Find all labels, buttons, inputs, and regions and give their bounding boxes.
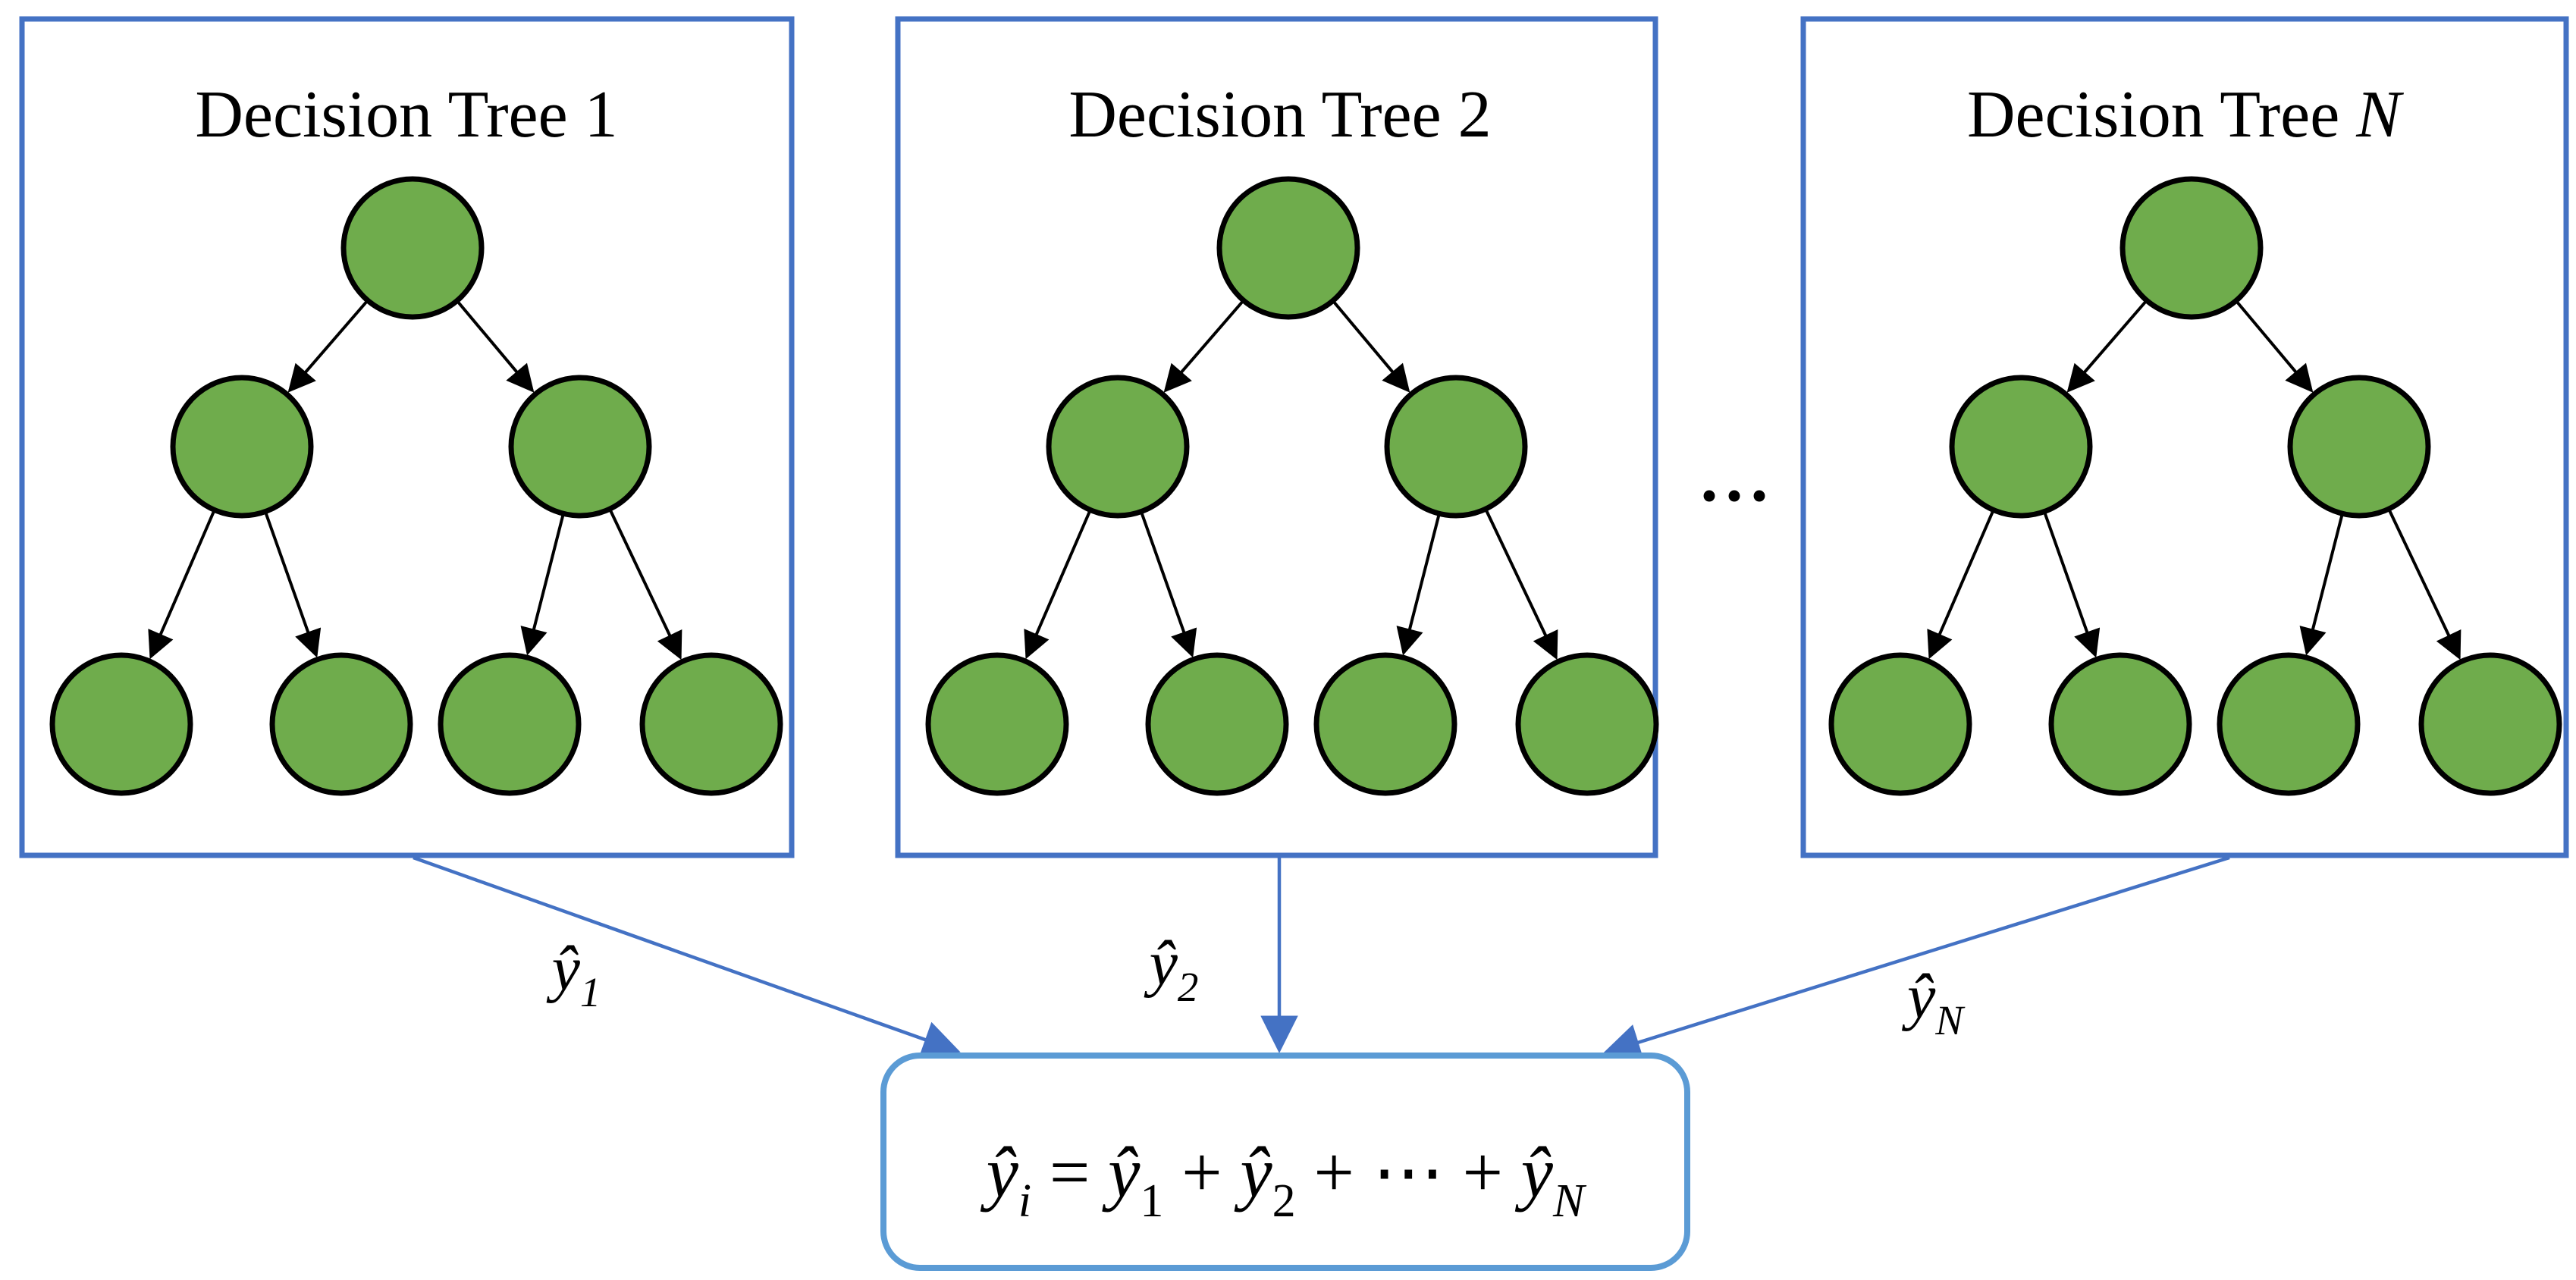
tree-n-mid-node-left [1949, 375, 2093, 519]
tree-n-mid-node-right [2287, 375, 2431, 519]
tree-1-title: Decision Tree 1 [195, 78, 617, 152]
tree-n-edge-right-leaf4 [2387, 508, 2461, 660]
formula-yhat-2-base: ŷ [1234, 1132, 1272, 1213]
tree-n-leaf-node-1 [1828, 652, 1972, 796]
tree-2-edge-root-left [1163, 299, 1245, 393]
formula-yhat-2-sub: 2 [1272, 1175, 1296, 1227]
prediction-flow-arrows: ŷ1 ŷ2 ŷN [413, 855, 2230, 1061]
between-trees-ellipsis: ... [1701, 438, 1776, 516]
formula-equals: = [1031, 1132, 1108, 1213]
tree-n-leaf-node-3 [2217, 652, 2361, 796]
tree-2-edge-left-leaf2 [1140, 511, 1197, 658]
decision-tree-2-panel: Decision Tree 2 [895, 16, 1659, 858]
tree-2-leaf-node-4 [1515, 652, 1659, 796]
tree-2-leaf-node-3 [1313, 652, 1457, 796]
tree-2-leaf-node-1 [925, 652, 1069, 796]
label-yhat-2-sub: 2 [1178, 964, 1199, 1010]
formula-yhat-i-base: ŷ [981, 1132, 1019, 1213]
tree-1-edge-right-leaf3 [520, 513, 565, 656]
decision-tree-1-panel: Decision Tree 1 [19, 16, 795, 858]
tree-1-nodes [49, 176, 783, 796]
tree-n-title: Decision Tree N [1967, 78, 2404, 152]
label-yhat-n: ŷN [1901, 962, 1966, 1043]
formula-yhat-n-sub: N [1552, 1175, 1587, 1227]
tree-n-edge-left-leaf1 [1927, 509, 1995, 660]
aggregate-formula: ŷi = ŷ1 + ŷ2 + ⋯ + ŷN [981, 1132, 1587, 1227]
tree-1-leaf-node-3 [438, 652, 582, 796]
formula-yhat-1-sub: 1 [1140, 1175, 1163, 1227]
aggregate-prediction-box: ŷi = ŷ1 + ŷ2 + ⋯ + ŷN [880, 1053, 1690, 1271]
tree-n-nodes [1828, 176, 2562, 796]
tree-2-title-prefix: Decision Tree [1068, 78, 1457, 152]
tree-2-nodes [925, 176, 1659, 796]
formula-plus-2: + [1296, 1132, 1373, 1213]
label-yhat-2-base: ŷ [1144, 928, 1178, 999]
tree-2-leaf-node-2 [1145, 652, 1289, 796]
formula-yhat-1-base: ŷ [1102, 1132, 1141, 1213]
tree-1-edge-left-leaf2 [264, 511, 322, 658]
aggregate-box-border [880, 1053, 1690, 1271]
formula-cdots: ⋯ [1373, 1132, 1445, 1213]
tree-1-edge-left-leaf1 [148, 509, 216, 660]
tree-n-leaf-node-2 [2048, 652, 2192, 796]
arrow-tree-1-to-aggregate [413, 855, 961, 1058]
tree-1-edge-root-right [456, 300, 535, 393]
tree-2-edge-root-right [1332, 300, 1410, 393]
tree-1-title-number: 1 [585, 78, 618, 152]
tree-2-edges [1024, 299, 1558, 660]
arrow-tree-n-to-aggregate [1602, 855, 2230, 1061]
formula-plus-1: + [1163, 1132, 1240, 1213]
tree-2-edge-right-leaf4 [1484, 508, 1558, 660]
formula-yhat-i-sub: i [1018, 1175, 1031, 1227]
tree-1-leaf-node-1 [49, 652, 193, 796]
tree-2-root-node [1216, 176, 1360, 320]
tree-1-edge-right-leaf4 [608, 508, 682, 660]
tree-n-edge-right-leaf3 [2299, 513, 2344, 656]
tree-n-edges [1927, 299, 2461, 660]
tree-n-title-number: N [2355, 78, 2404, 152]
tree-1-mid-node-left [170, 375, 314, 519]
tree-n-edge-left-leaf2 [2043, 511, 2101, 658]
tree-2-edge-right-leaf3 [1396, 513, 1441, 656]
tree-1-leaf-node-2 [269, 652, 413, 796]
label-yhat-n-base: ŷ [1901, 962, 1936, 1032]
formula-plus-3: + [1445, 1132, 1521, 1213]
tree-1-edges [148, 299, 682, 660]
tree-n-edge-root-right [2235, 300, 2314, 393]
tree-1-edge-root-left [287, 299, 369, 393]
tree-1-title-prefix: Decision Tree [195, 78, 584, 152]
label-yhat-1-base: ŷ [546, 933, 581, 1004]
tree-2-mid-node-right [1384, 375, 1528, 519]
decision-tree-n-panel: Decision Tree N [1800, 16, 2569, 858]
label-yhat-n-sub: N [1934, 997, 1966, 1043]
tree-n-edge-root-left [2066, 299, 2148, 393]
tree-n-leaf-node-4 [2418, 652, 2562, 796]
label-yhat-2: ŷ2 [1144, 928, 1199, 1010]
label-yhat-1: ŷ1 [546, 933, 601, 1015]
formula-yhat-n-base: ŷ [1515, 1132, 1554, 1213]
label-yhat-1-sub: 1 [580, 969, 601, 1015]
tree-2-title-number: 2 [1458, 78, 1492, 152]
tree-2-mid-node-left [1046, 375, 1190, 519]
tree-n-root-node [2119, 176, 2264, 320]
tree-1-leaf-node-4 [639, 652, 783, 796]
tree-n-title-prefix: Decision Tree [1967, 78, 2356, 152]
tree-1-root-node [340, 176, 485, 320]
tree-2-edge-left-leaf1 [1024, 509, 1092, 660]
tree-2-title: Decision Tree 2 [1068, 78, 1491, 152]
tree-1-mid-node-right [508, 375, 652, 519]
